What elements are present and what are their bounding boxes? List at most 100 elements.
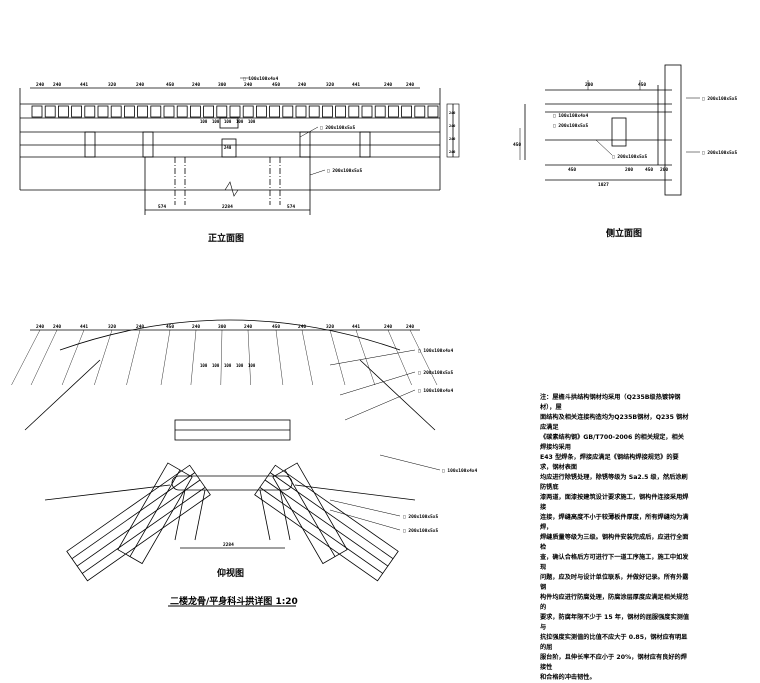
- front-elevation-title: 正立面图: [208, 234, 245, 244]
- front-dim-top-8: 300: [218, 82, 226, 88]
- plan-leader-tick: [387, 329, 412, 386]
- front-block: [203, 105, 215, 118]
- plan-dim-mid-5: 100: [248, 363, 256, 368]
- plan-callout-5: □ 200x100x5x5: [403, 514, 439, 520]
- plan-callout-3: □ 100x100x4x4: [418, 388, 454, 394]
- front-dim-right-2: 240: [449, 124, 455, 128]
- plan-dim-top-8: 300: [218, 324, 226, 330]
- front-callout-3: □ 200x100x5x5: [327, 168, 363, 174]
- front-block: [308, 105, 320, 118]
- plan-dim-top-9: 240: [244, 324, 252, 330]
- front-dim-top-1: 240: [36, 82, 44, 88]
- front-block: [31, 105, 43, 118]
- front-block: [97, 105, 109, 118]
- front-dim-bottom-2: 2284: [222, 204, 233, 210]
- front-block: [189, 105, 201, 118]
- side-dim-texts: 200 450 450 450 200 450 200 1027 □ 100x1…: [513, 82, 738, 188]
- plan-dim-bottom: 2284: [223, 542, 234, 548]
- front-block: [401, 105, 413, 118]
- plan-dim-mid-1: 100: [200, 363, 208, 368]
- note-line: 连接，焊缝高度不小于较薄板件厚度，所有焊缝均为满焊，: [540, 514, 689, 531]
- note-line: 抗拉强度实测值的比值不应大于 0.85，钢材应有明显的屈: [540, 634, 688, 651]
- side-dim-top-1: 200: [585, 82, 593, 88]
- side-callout-4: □ 200x100x5x5: [702, 96, 738, 102]
- front-dim-top-10: 450: [272, 82, 280, 88]
- main-title-text: 二楼龙骨/平身科斗拱详图: [170, 597, 273, 607]
- plan-view: [11, 319, 441, 582]
- design-notes: 注：屋檐斗拱结构钢材均采用（Q235B级热镀锌钢材），屋面结构及相关连接构造均为…: [540, 393, 690, 683]
- side-dim-left: 450: [513, 142, 521, 148]
- side-callout-2: □ 200x100x5x5: [553, 123, 589, 129]
- note-line: 和合格的冲击韧性。: [540, 674, 596, 681]
- front-dim-mid-2: 100: [212, 119, 220, 124]
- side-callout-5: □ 200x100x5x5: [702, 150, 738, 156]
- note-line: 要求，防腐年限不少于 15 年，钢材的屈服强度实测值与: [540, 614, 690, 631]
- front-block: [387, 105, 399, 118]
- plan-dim-mid-2: 100: [212, 363, 220, 368]
- front-dim-bottom-3: 574: [287, 204, 295, 210]
- front-dim-right-4: 240: [449, 150, 455, 154]
- front-block: [137, 105, 149, 118]
- front-dim-top-3: 441: [80, 82, 88, 88]
- front-block: [335, 105, 347, 118]
- front-block: [176, 105, 188, 118]
- front-block: [163, 105, 175, 118]
- front-block: [374, 105, 386, 118]
- plan-dim-top-5: 240: [136, 324, 144, 330]
- front-block: [427, 105, 439, 118]
- plan-dim-mid-3: 100: [224, 363, 232, 368]
- front-dim-top-2: 240: [53, 82, 61, 88]
- front-dim-top-4: 320: [108, 82, 116, 88]
- plan-dim-top-12: 320: [326, 324, 334, 330]
- note-line: 注：屋檐斗拱结构钢材均采用（Q235B级热镀锌钢材），屋: [540, 394, 681, 411]
- front-post-label: 240: [224, 145, 232, 150]
- note-line: 均应进行除锈处理，除锈等级为 Sa2.5 级，然后涂刷防锈底: [540, 474, 688, 491]
- plan-leader-tick: [61, 329, 85, 386]
- plan-leader-tick: [247, 329, 251, 386]
- front-dim-top-5: 240: [136, 82, 144, 88]
- front-block: [71, 105, 82, 118]
- plan-callout-4: □ 100x100x4x4: [442, 468, 478, 474]
- front-dim-top-14: 240: [384, 82, 392, 88]
- front-dim-top-13: 441: [352, 82, 360, 88]
- plan-dim-top-1: 240: [36, 324, 44, 330]
- front-callout-2: □ 200x100x5x5: [320, 125, 356, 131]
- plan-leader-tick: [30, 329, 58, 386]
- plan-leader-tick: [301, 329, 313, 386]
- front-block: [414, 105, 426, 118]
- front-block: [255, 105, 267, 118]
- front-block: [269, 105, 281, 118]
- front-callout-1: □ 100x100x4x4: [243, 76, 279, 82]
- front-block: [216, 105, 228, 118]
- plan-dim-top-7: 240: [192, 324, 200, 330]
- plan-leader-tick: [409, 329, 438, 386]
- note-line: E43 型焊条，焊接应满足《钢结构焊接规范》的要求，钢材表面: [540, 454, 679, 471]
- note-line: 面结构及相关连接构造均为Q235B钢材，Q235 钢材应满足: [540, 414, 689, 431]
- cad-drawing: 240 240 441 320 240 450 240 300 240 450 240 320 441 2…: [11, 64, 738, 607]
- front-block: [321, 105, 333, 118]
- front-block: [58, 105, 69, 118]
- front-dim-right-1: 240: [449, 111, 455, 115]
- plan-leader-tick: [160, 329, 171, 386]
- plan-leader-tick: [11, 329, 41, 386]
- side-dim-bottom-2: 200: [625, 167, 633, 173]
- plan-leader-tick: [275, 329, 284, 386]
- side-elevation-title: 侧立面图: [606, 229, 643, 239]
- plan-dim-top-10: 450: [272, 324, 280, 330]
- front-block: [110, 105, 122, 118]
- side-dim-bottom-4: 200: [660, 167, 668, 173]
- plan-callout-1: □ 100x100x4x4: [418, 348, 454, 354]
- side-dim-bottom-1: 450: [568, 167, 576, 173]
- plan-dim-top-13: 441: [352, 324, 360, 330]
- plan-leader-tick: [190, 329, 197, 386]
- front-dim-bottom-1: 574: [158, 204, 166, 210]
- front-dim-top-15: 240: [406, 82, 414, 88]
- note-line: 问题，应及时与设计单位联系，并做好记录。所有外露钢: [540, 574, 689, 591]
- plan-dim-top-14: 240: [384, 324, 392, 330]
- front-dim-top-7: 240: [192, 82, 200, 88]
- plan-dim-top-2: 240: [53, 324, 61, 330]
- plan-dim-top-3: 441: [80, 324, 88, 330]
- plan-dim-top-11: 240: [298, 324, 306, 330]
- side-callout-3: □ 200x100x5x5: [612, 154, 648, 160]
